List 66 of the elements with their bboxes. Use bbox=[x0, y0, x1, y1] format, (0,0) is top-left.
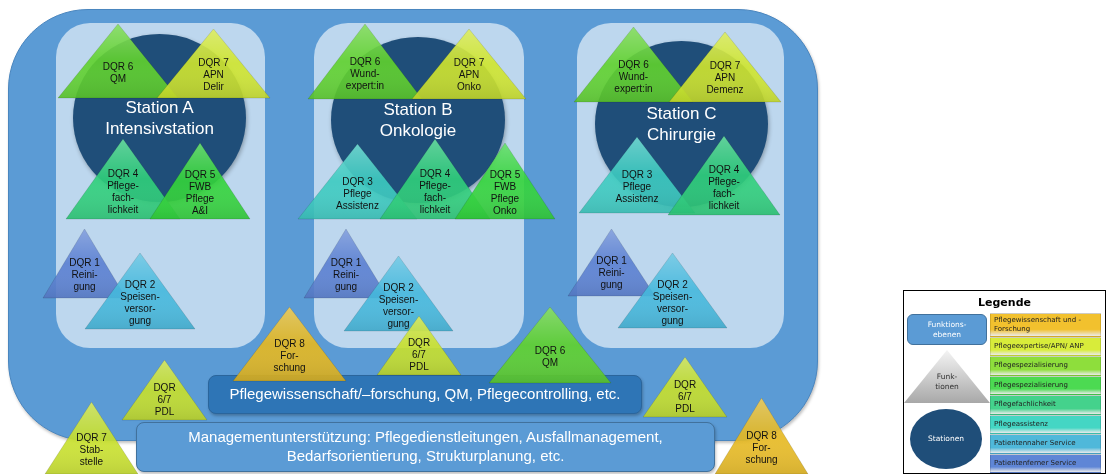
triangle-label: DQR 5 bbox=[489, 169, 521, 182]
function-triangle bbox=[715, 398, 808, 474]
triangle-label: DQR 8 bbox=[746, 430, 777, 443]
triangle-label: Speisen- versor- gung bbox=[120, 291, 160, 328]
triangle-label: Speisen- versor- gung bbox=[378, 293, 419, 330]
function-triangle bbox=[45, 402, 138, 474]
triangle-label: DQR 4 bbox=[107, 167, 139, 180]
triangle-label: DQR 3 bbox=[621, 169, 653, 182]
triangle-label: DQR 6 bbox=[534, 345, 566, 358]
legend-title: Legende bbox=[977, 296, 1032, 309]
triangle-label: APN Onko bbox=[457, 69, 481, 94]
triangle-label: DQR 7 bbox=[709, 60, 741, 73]
triangle-label: Speisen- versor- gung bbox=[652, 290, 693, 327]
triangle-label: Wund- expert:in bbox=[345, 67, 385, 92]
triangle-label: Pflege- fach- lichkeit bbox=[107, 179, 139, 216]
triangle-label: For- schung bbox=[745, 442, 778, 467]
triangle-label: PDL bbox=[154, 405, 175, 418]
triangle-label: APN Delir bbox=[203, 68, 224, 93]
function-triangle bbox=[233, 307, 346, 381]
triangle-label: DQR 1 bbox=[330, 256, 362, 269]
triangle-label: Reini- gung bbox=[71, 268, 98, 293]
triangle-label: DQR 4 bbox=[708, 164, 740, 177]
function-triangle bbox=[122, 360, 207, 420]
function-triangle bbox=[150, 143, 250, 219]
triangle-label: DQR 7 bbox=[76, 431, 107, 444]
triangle-label: DQR 2 bbox=[124, 279, 156, 292]
function-triangle bbox=[643, 357, 727, 417]
triangle-label: For- schung bbox=[273, 349, 306, 374]
triangle-label: DQR 6/7 bbox=[407, 336, 431, 361]
triangle-label: DQR 6/7 bbox=[673, 378, 697, 403]
function-triangle bbox=[489, 307, 611, 383]
triangle-label: Pflege Assistenz bbox=[336, 187, 379, 212]
triangle-label: DQR 6 bbox=[618, 58, 649, 71]
triangle-label: DQR 1 bbox=[596, 255, 627, 268]
triangle-label: DQR 8 bbox=[274, 337, 305, 350]
function-level-bar: Managementunterstützung: Pflegedienstleitungen, Ausfallmanagement, Bedarfsorientierung, Strukturplanung, etc. bbox=[136, 422, 715, 472]
triangle-label: DQR 2 bbox=[657, 278, 688, 291]
triangle-label: Pflege- fach- lichkeit bbox=[419, 179, 451, 216]
triangle-label: FWB Pflege A&I bbox=[185, 181, 215, 218]
triangle-label: DQR 7 bbox=[453, 57, 485, 70]
station-label: Station B Onkologie bbox=[378, 98, 458, 142]
triangle-label: DQR 7 bbox=[198, 56, 229, 69]
triangle-label: PDL bbox=[409, 360, 429, 373]
triangle-label: PDL bbox=[675, 402, 695, 415]
triangle-label: DQR 6 bbox=[102, 60, 134, 73]
triangle-label: DQR 1 bbox=[69, 256, 100, 269]
triangle-label: DQR 3 bbox=[342, 175, 373, 188]
triangle-label: APN Demenz bbox=[706, 72, 744, 97]
station-label: Station C Chirurgie bbox=[645, 102, 718, 146]
triangle-label: Reini- gung bbox=[598, 267, 625, 292]
triangle-label: Pflege- fach- lichkeit bbox=[708, 176, 740, 213]
triangle-label: FWB Pflege Onko bbox=[490, 181, 520, 218]
triangle-label: DQR 6 bbox=[349, 55, 381, 68]
function-triangle bbox=[455, 143, 555, 219]
function-triangle bbox=[377, 316, 461, 375]
triangle-label: Pflege Assistenz bbox=[615, 181, 659, 206]
triangle-label: Wund- expert:in bbox=[614, 70, 653, 95]
triangle-label: DQR 5 bbox=[184, 169, 216, 182]
triangle-label: DQR 2 bbox=[383, 281, 414, 294]
triangle-label: DQR 6/7 bbox=[153, 381, 176, 406]
station-label: Station A Intensivstation bbox=[104, 96, 215, 140]
triangle-label: Reini- gung bbox=[332, 268, 360, 293]
triangle-label: QM bbox=[109, 72, 127, 85]
triangle-label: DQR 4 bbox=[419, 167, 451, 180]
triangle-label: Stab- stelle bbox=[79, 443, 104, 468]
triangle-label: QM bbox=[541, 357, 559, 370]
